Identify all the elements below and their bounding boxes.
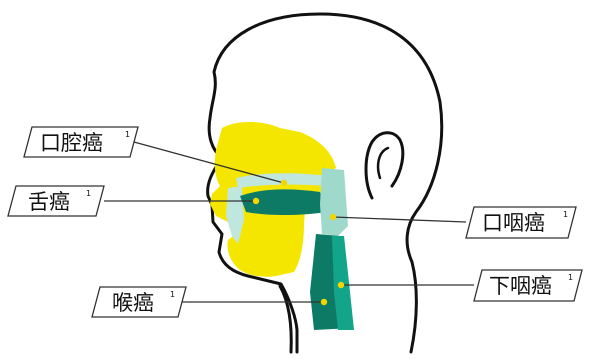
dot-oropharynx — [330, 214, 336, 220]
dot-oral — [281, 180, 287, 186]
label-tongue-text: 舌癌 — [28, 190, 70, 214]
neck-front-outline — [280, 286, 291, 352]
label-oral: 口腔癌 1 — [24, 127, 138, 157]
label-hypopharynx: 下咽癌 1 — [474, 270, 582, 301]
leader-oropharynx — [333, 217, 466, 222]
label-oropharynx: 口咽癌 1 — [466, 207, 576, 238]
label-hypopharynx-text: 下咽癌 — [489, 274, 552, 298]
ear-inner — [378, 148, 388, 178]
dot-hypopharynx — [338, 282, 344, 288]
label-larynx-text: 喉癌 — [112, 291, 154, 315]
dot-tongue — [253, 198, 259, 204]
label-oropharynx-sup: 1 — [563, 210, 568, 219]
label-tongue-sup: 1 — [86, 189, 91, 198]
label-larynx-sup: 1 — [170, 290, 175, 299]
ear-outline — [366, 133, 403, 198]
tongue-region — [240, 189, 326, 215]
label-oropharynx-text: 口咽癌 — [482, 211, 545, 235]
label-oral-sup: 1 — [125, 130, 130, 139]
label-oral-text: 口腔癌 — [40, 131, 103, 155]
label-larynx: 喉癌 1 — [92, 287, 186, 317]
oropharynx-region — [320, 168, 348, 236]
dot-larynx — [321, 299, 327, 305]
label-hypopharynx-sup: 1 — [568, 273, 573, 282]
label-tongue: 舌癌 1 — [8, 186, 104, 216]
